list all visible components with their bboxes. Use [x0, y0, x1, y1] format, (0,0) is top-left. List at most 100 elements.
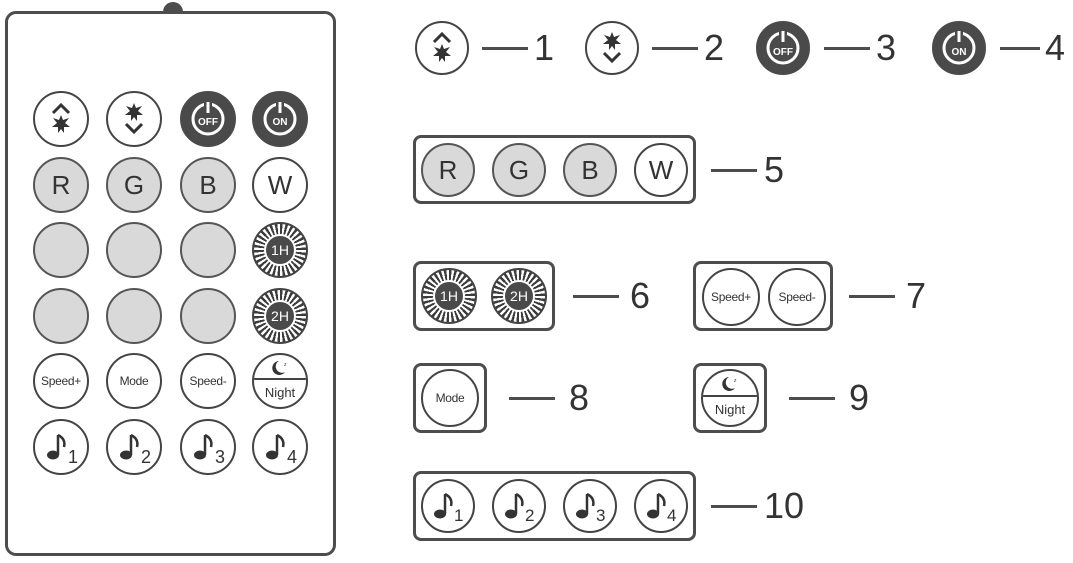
legend-number-10: 10 [764, 485, 805, 526]
speed-plus-button[interactable]: Speed+ [33, 353, 89, 409]
off-label: OFF [198, 117, 218, 128]
music-2-label: 2 [141, 447, 152, 467]
leader-line [711, 169, 757, 172]
color-button[interactable] [180, 288, 236, 344]
legend-timer-2h: 2H [491, 268, 547, 324]
music-3-label: 3 [215, 447, 226, 467]
speed-minus-label: Speed- [778, 290, 816, 304]
red-label: R [51, 169, 71, 200]
timer-2h-label: 2H [271, 308, 289, 324]
leader-line [573, 295, 619, 298]
music-2-button[interactable]: 2 [106, 419, 162, 475]
power-off-button[interactable]: OFF [180, 91, 236, 147]
red-button[interactable]: R [33, 157, 89, 213]
brightness-up-button[interactable] [33, 91, 89, 147]
legend-speed-plus: Speed+ [702, 268, 760, 326]
music-3-label: 3 [596, 506, 606, 525]
brightness-down-icon [602, 32, 622, 64]
night-divider [703, 395, 757, 397]
brightness-down-button[interactable] [106, 91, 162, 147]
music-4-label: 4 [667, 506, 677, 525]
night-label: Night [264, 385, 296, 400]
legend-power-off: OFF [756, 21, 810, 75]
legend-music-4: 4 [634, 479, 688, 533]
color-button[interactable] [33, 222, 89, 278]
color-button[interactable] [106, 222, 162, 278]
off-label: OFF [773, 47, 793, 58]
night-divider [254, 378, 306, 380]
timer-1h-label: 1H [271, 242, 289, 258]
legend-red-button: R [421, 143, 475, 197]
brightness-up-icon [51, 102, 71, 133]
night-label: Night [714, 402, 746, 417]
music-1-label: 1 [68, 447, 79, 467]
legend-brightness-up [415, 21, 469, 75]
legend-green-button: G [492, 143, 546, 197]
mode-label: Mode [119, 374, 149, 388]
legend-number-2: 2 [704, 27, 725, 68]
svg-text:z: z [284, 362, 287, 368]
legend-number-6: 6 [630, 275, 651, 316]
legend-night: z Night [701, 369, 759, 427]
red-label: R [438, 154, 458, 185]
green-label: G [508, 154, 530, 185]
on-label: ON [951, 47, 967, 58]
moon-icon: z [272, 361, 287, 375]
legend-number-7: 7 [906, 275, 927, 316]
brightness-down-icon [124, 103, 144, 135]
timer-2h-button[interactable]: 2H [252, 288, 308, 344]
legend-timer-1h: 1H [421, 268, 477, 324]
blue-button[interactable]: B [180, 157, 236, 213]
timer-2h-label: 2H [510, 288, 528, 304]
leader-line [824, 47, 870, 50]
legend-number-3: 3 [876, 27, 897, 68]
legend-blue-button: B [563, 143, 617, 197]
speed-plus-label: Speed+ [41, 374, 81, 388]
legend-music-1: 1 [421, 479, 475, 533]
timer-1h-button[interactable]: 1H [252, 222, 308, 278]
legend-speed-minus: Speed- [768, 268, 826, 326]
legend-mode: Mode [421, 369, 479, 427]
legend-number-1: 1 [534, 27, 555, 68]
leader-line [1000, 47, 1040, 50]
leader-line [509, 397, 555, 400]
music-2-label: 2 [525, 506, 535, 525]
color-button[interactable] [106, 288, 162, 344]
leader-line [849, 295, 895, 298]
music-note-icon [194, 433, 213, 460]
music-4-label: 4 [287, 447, 298, 467]
timer-1h-label: 1H [440, 288, 458, 304]
music-note-icon [47, 433, 66, 460]
green-button[interactable]: G [106, 157, 162, 213]
leader-line [652, 47, 698, 50]
music-3-button[interactable]: 3 [180, 419, 236, 475]
power-on-button[interactable]: ON [252, 91, 308, 147]
music-4-button[interactable]: 4 [252, 419, 308, 475]
leader-line [482, 47, 528, 50]
timer-dial-icon: 2H [264, 300, 296, 332]
speed-minus-button[interactable]: Speed- [180, 353, 236, 409]
white-label: W [648, 154, 674, 185]
legend-power-on: ON [932, 21, 986, 75]
blue-label: B [581, 154, 599, 185]
white-button[interactable]: W [252, 157, 308, 213]
music-1-button[interactable]: 1 [33, 419, 89, 475]
brightness-up-icon [432, 31, 452, 62]
svg-text:z: z [734, 378, 737, 384]
legend-number-4: 4 [1045, 27, 1066, 68]
white-label: W [267, 169, 293, 200]
power-off-icon [191, 101, 225, 136]
music-note-icon [505, 492, 524, 519]
music-1-label: 1 [454, 506, 464, 525]
leader-line [711, 505, 757, 508]
mode-button[interactable]: Mode [106, 353, 162, 409]
color-button[interactable] [180, 222, 236, 278]
green-label: G [123, 169, 145, 200]
color-button[interactable] [33, 288, 89, 344]
timer-dial-icon: 1H [264, 234, 296, 266]
legend-number-8: 8 [569, 377, 590, 418]
legend-brightness-down [585, 21, 639, 75]
power-on-icon [263, 101, 297, 136]
mode-label: Mode [435, 391, 465, 405]
night-button[interactable]: z Night [252, 353, 308, 409]
